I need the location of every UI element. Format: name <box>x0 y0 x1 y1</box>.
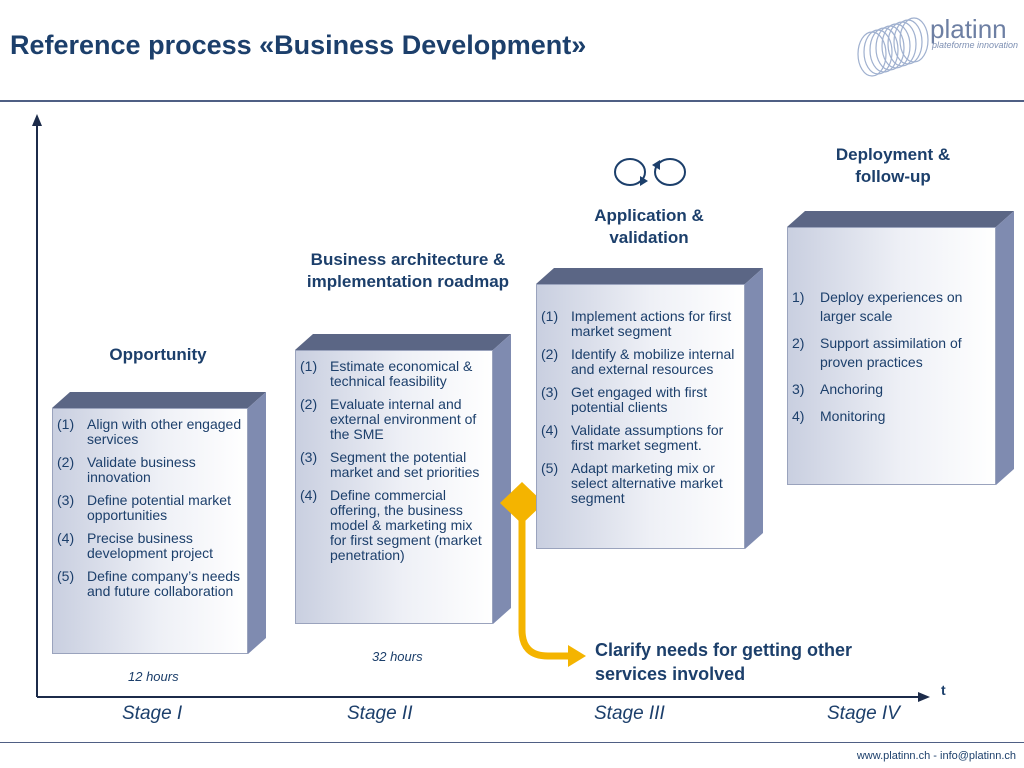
branch-arrow-line <box>518 512 570 660</box>
list-item: (2)Identify & mobilize internal and exte… <box>541 346 735 377</box>
box3-side <box>745 268 763 549</box>
box1-top <box>52 392 266 408</box>
platinn-logo <box>857 17 929 77</box>
box1-side <box>248 392 266 654</box>
list-item: (4)Validate assumptions for first market… <box>541 422 724 453</box>
branch-diamond <box>500 482 544 524</box>
list-item: 4)Monitoring <box>792 408 886 424</box>
list-item: (4)Define commercial offering, the busin… <box>300 487 482 563</box>
stage4-box: 1)Deploy experiences on larger scale 2)S… <box>787 227 996 485</box>
page-title: Reference process «Business Development» <box>10 30 587 60</box>
branch-text: Clarify needs for getting other services… <box>595 640 853 684</box>
list-item: 2)Support assimilation of proven practic… <box>792 335 962 370</box>
list-item: (1)Align with other engaged services <box>57 416 242 447</box>
list-item: (3)Segment the potential market and set … <box>300 449 480 480</box>
footer-divider <box>0 742 1024 743</box>
stage1-box: (1)Align with other engaged services (2)… <box>52 408 248 654</box>
stage4-label: Stage IV <box>827 703 900 724</box>
stage3-heading: Application & validation <box>594 206 704 247</box>
list-item: (2)Validate business innovation <box>57 454 196 485</box>
list-item: (3)Get engaged with first potential clie… <box>541 384 708 415</box>
stage2-list: (1)Estimate economical & technical feasi… <box>300 359 488 563</box>
stage1-list: (1)Align with other engaged services (2)… <box>57 417 243 599</box>
list-item: (2)Evaluate internal and external enviro… <box>300 396 477 442</box>
stage4-heading: Deployment & follow-up <box>835 145 951 186</box>
stage4-list: 1)Deploy experiences on larger scale 2)S… <box>792 288 991 426</box>
x-axis-arrow <box>918 692 930 702</box>
list-item: (5)Define company’s needs and future col… <box>57 568 241 599</box>
stage2-label: Stage II <box>347 703 413 724</box>
list-item: (4)Precise business development project <box>57 530 214 561</box>
header-divider <box>0 100 1024 102</box>
stage3-box: (1)Implement actions for first market se… <box>536 284 745 549</box>
list-item: 3)Anchoring <box>792 381 884 397</box>
stage2-hours: 32 hours <box>372 649 423 664</box>
box4-top <box>787 211 1014 227</box>
list-item: (3)Define potential market opportunities <box>57 492 231 523</box>
stage3-label: Stage III <box>594 703 665 724</box>
logo-tagline: plateforme innovation <box>932 40 1019 50</box>
list-item: (1)Estimate economical & technical feasi… <box>300 358 473 389</box>
cycle-icon <box>614 158 686 186</box>
box2-top <box>295 334 511 350</box>
stage1-hours: 12 hours <box>128 669 179 684</box>
time-axis-label: t <box>941 682 946 698</box>
list-item: 1)Deploy experiences on larger scale <box>792 289 963 324</box>
logo-name: platinn <box>930 14 1007 44</box>
stage2-heading: Business architecture & implementation r… <box>306 250 510 291</box>
footer-contact: www.platinn.ch - info@platinn.ch <box>856 750 1016 762</box>
stage2-box: (1)Estimate economical & technical feasi… <box>295 350 493 624</box>
stage1-heading: Opportunity <box>109 345 207 364</box>
stage1-label: Stage I <box>122 703 183 724</box>
list-item: (5)Adapt marketing mix or select alterna… <box>541 460 723 506</box>
box2-side <box>493 334 511 624</box>
branch-arrow-head <box>568 645 586 667</box>
box3-top <box>536 268 763 284</box>
y-axis-arrow <box>32 114 42 126</box>
stage3-list: (1)Implement actions for first market se… <box>541 309 740 506</box>
box4-side <box>996 211 1014 485</box>
list-item: (1)Implement actions for first market se… <box>541 308 732 339</box>
